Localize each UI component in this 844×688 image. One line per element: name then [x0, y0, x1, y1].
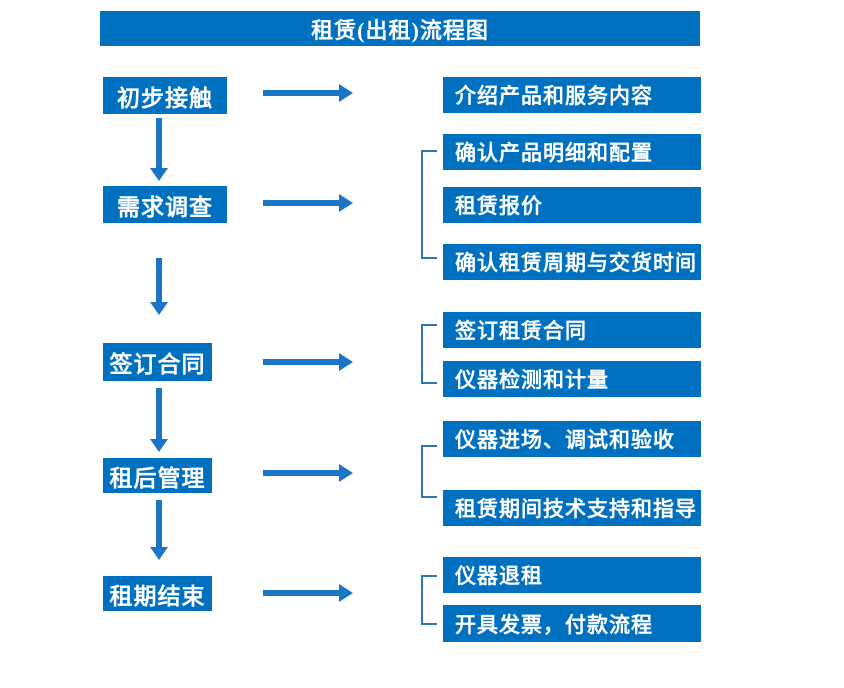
detail-box-7: 仪器进场、调试和验收 [443, 421, 701, 457]
right-arrow-4 [263, 464, 353, 482]
arrow-head [150, 168, 168, 181]
group-bracket-2 [421, 324, 437, 384]
step-box-4: 租后管理 [103, 458, 212, 493]
detail-box-2: 确认产品明细和配置 [443, 134, 701, 170]
arrow-shaft [156, 500, 162, 548]
right-arrow-2 [263, 194, 353, 212]
detail-box-3: 租赁报价 [443, 187, 701, 223]
arrow-shaft [156, 388, 162, 440]
arrow-head [150, 547, 168, 560]
arrow-shaft [263, 470, 341, 476]
right-arrow-3 [263, 353, 353, 371]
step-box-3: 签订合同 [103, 343, 212, 381]
arrow-shaft [263, 90, 341, 96]
down-arrow-3 [150, 388, 168, 452]
group-bracket-4 [421, 575, 437, 625]
arrow-shaft [263, 359, 341, 365]
title-bar: 租赁(出租)流程图 [100, 11, 700, 46]
down-arrow-1 [150, 118, 168, 181]
detail-box-6: 仪器检测和计量 [443, 361, 701, 397]
detail-box-9: 仪器退租 [443, 557, 701, 593]
arrow-shaft [263, 590, 341, 596]
right-arrow-5 [263, 584, 353, 602]
detail-box-4: 确认租赁周期与交货时间 [443, 244, 701, 280]
detail-box-8: 租赁期间技术支持和指导 [443, 490, 701, 526]
right-arrow-1 [263, 84, 353, 102]
detail-box-1: 介绍产品和服务内容 [443, 77, 701, 113]
step-box-1: 初步接触 [103, 77, 227, 114]
arrow-shaft [156, 118, 162, 169]
arrow-head [339, 84, 353, 102]
arrow-head [150, 302, 168, 315]
page-title: 租赁(出租)流程图 [311, 17, 489, 43]
group-bracket-3 [421, 445, 437, 498]
step-box-2: 需求调查 [103, 186, 227, 223]
arrow-shaft [263, 200, 341, 206]
down-arrow-2 [150, 258, 168, 315]
detail-box-5: 签订租赁合同 [443, 312, 701, 348]
detail-box-10: 开具发票，付款流程 [443, 605, 701, 642]
arrow-head [150, 439, 168, 452]
arrow-head [339, 584, 353, 602]
arrow-head [339, 353, 353, 371]
step-box-5: 租期结束 [103, 576, 212, 611]
arrow-head [339, 464, 353, 482]
arrow-shaft [156, 258, 162, 303]
down-arrow-4 [150, 500, 168, 560]
arrow-head [339, 194, 353, 212]
group-bracket-1 [421, 150, 437, 259]
